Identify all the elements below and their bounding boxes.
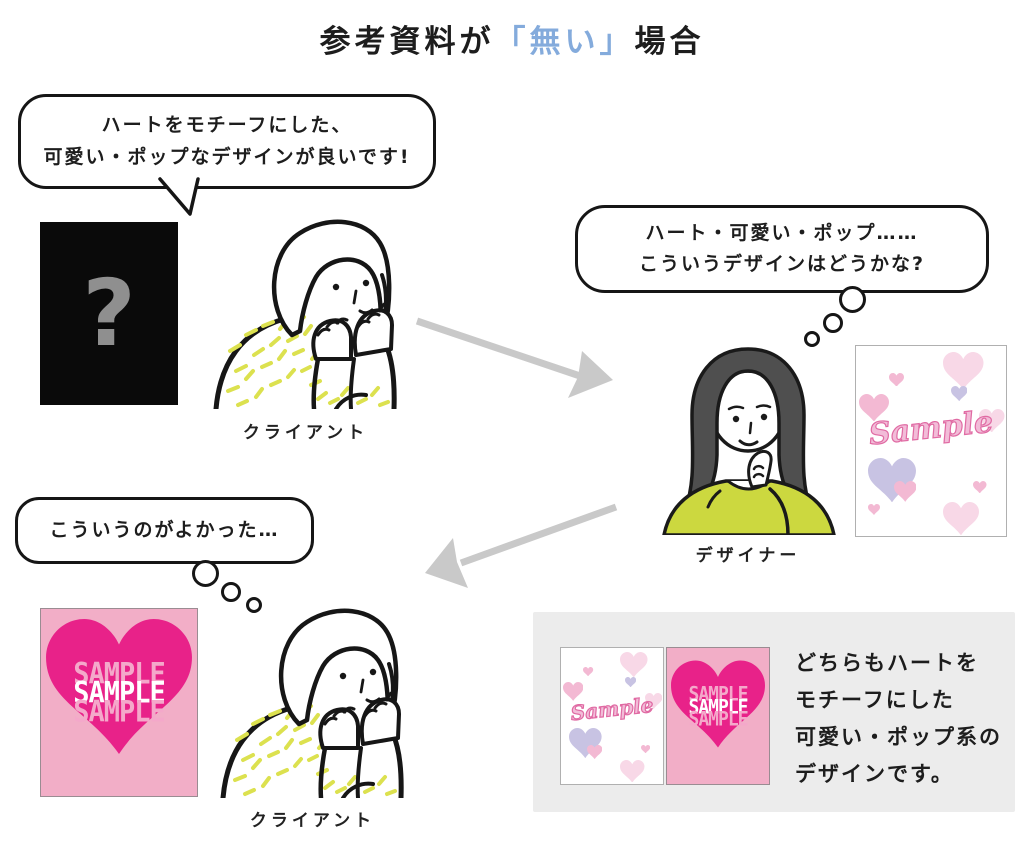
client-request-bubble: ハートをモチーフにした、 可愛い・ポップなデザインが良いです! xyxy=(18,94,436,189)
client-illustration-bottom xyxy=(220,608,404,798)
heart-icon xyxy=(620,652,648,678)
design-sample-pastel-large: Sample xyxy=(855,345,1007,537)
title-prefix: 参考資料が xyxy=(319,24,495,60)
designer-thought-line1: ハート・可愛い・ポップ…… xyxy=(645,221,919,244)
thought-circle xyxy=(221,582,241,602)
client-request-line1: ハートをモチーフにした、 xyxy=(101,114,353,137)
designer-shirt xyxy=(662,479,836,535)
client-label-top: クライアント xyxy=(242,423,369,443)
designer-thought-line2: こういうデザインはどうかな? xyxy=(638,253,926,275)
client-label-bottom: クライアント xyxy=(249,811,376,831)
designer-hair xyxy=(682,347,814,515)
thought-circle xyxy=(823,313,843,333)
pink-sample-row: SAMPLE xyxy=(73,676,166,711)
heart-icon xyxy=(950,385,967,402)
heart-icon xyxy=(586,744,602,759)
client-clothing-dashes xyxy=(226,315,390,407)
page-title: 参考資料が「無い」場合 xyxy=(0,16,1024,61)
arrow-left-icon xyxy=(425,503,618,588)
designer-label: デザイナー xyxy=(695,546,801,566)
client-illustration-top xyxy=(213,219,397,409)
heart-icon xyxy=(625,676,637,687)
client-reaction-line1: こういうのがよかった… xyxy=(49,518,280,541)
designer-hand xyxy=(747,449,773,489)
note-line: モチーフにした xyxy=(795,688,955,712)
pink-sample-row: SAMPLE xyxy=(688,683,748,706)
thought-circle xyxy=(246,597,262,613)
title-suffix: 場合 xyxy=(634,24,705,60)
pink-sample-row: SAMPLE xyxy=(688,695,748,719)
designer-illustration xyxy=(662,347,836,535)
heart-icon xyxy=(563,682,584,701)
design-sample-pink-small: SAMPLE SAMPLE SAMPLE xyxy=(666,647,770,785)
note-line: 可愛い・ポップ系の xyxy=(795,725,1002,749)
pink-sample-row: SAMPLE xyxy=(688,708,748,731)
designer-thought-bubble: ハート・可愛い・ポップ…… こういうデザインはどうかな? xyxy=(575,205,989,293)
design-sample-pastel-small: Sample xyxy=(560,647,664,785)
client-hands xyxy=(318,690,401,750)
client-hands xyxy=(311,301,394,361)
heart-icon xyxy=(889,372,904,387)
pink-sample-row: SAMPLE xyxy=(73,695,166,730)
client-reaction-bubble: こういうのがよかった… xyxy=(15,497,314,564)
thought-circle xyxy=(804,331,820,347)
heart-icon xyxy=(893,480,916,502)
heart-icon xyxy=(943,501,979,536)
note-line: デザインです。 xyxy=(795,762,954,786)
heart-icon xyxy=(868,503,880,515)
heart-icon xyxy=(973,480,987,494)
summary-note-box: Sample SAMPLE SAMPLE SAMPLE どちらもハートを モチー… xyxy=(533,612,1015,812)
thought-circle xyxy=(839,286,866,313)
summary-note-text: どちらもハートを モチーフにした 可愛い・ポップ系の デザインです。 xyxy=(795,645,1002,793)
heart-icon xyxy=(583,667,594,677)
client-request-line2: 可愛い・ポップなデザインが良いです! xyxy=(43,145,411,168)
title-highlight: 「無い」 xyxy=(494,24,635,60)
note-line: どちらもハートを xyxy=(795,651,979,675)
heart-icon xyxy=(640,744,650,754)
no-reference-box: ? xyxy=(40,222,178,405)
heart-icon xyxy=(620,759,645,783)
question-mark: ? xyxy=(82,260,136,367)
thought-circle xyxy=(192,560,219,587)
heart-icon xyxy=(943,351,984,390)
pink-sample-row: SAMPLE xyxy=(73,657,166,692)
design-sample-pink-large: SAMPLE SAMPLE SAMPLE xyxy=(40,608,198,797)
arrow-right-icon xyxy=(415,317,613,398)
